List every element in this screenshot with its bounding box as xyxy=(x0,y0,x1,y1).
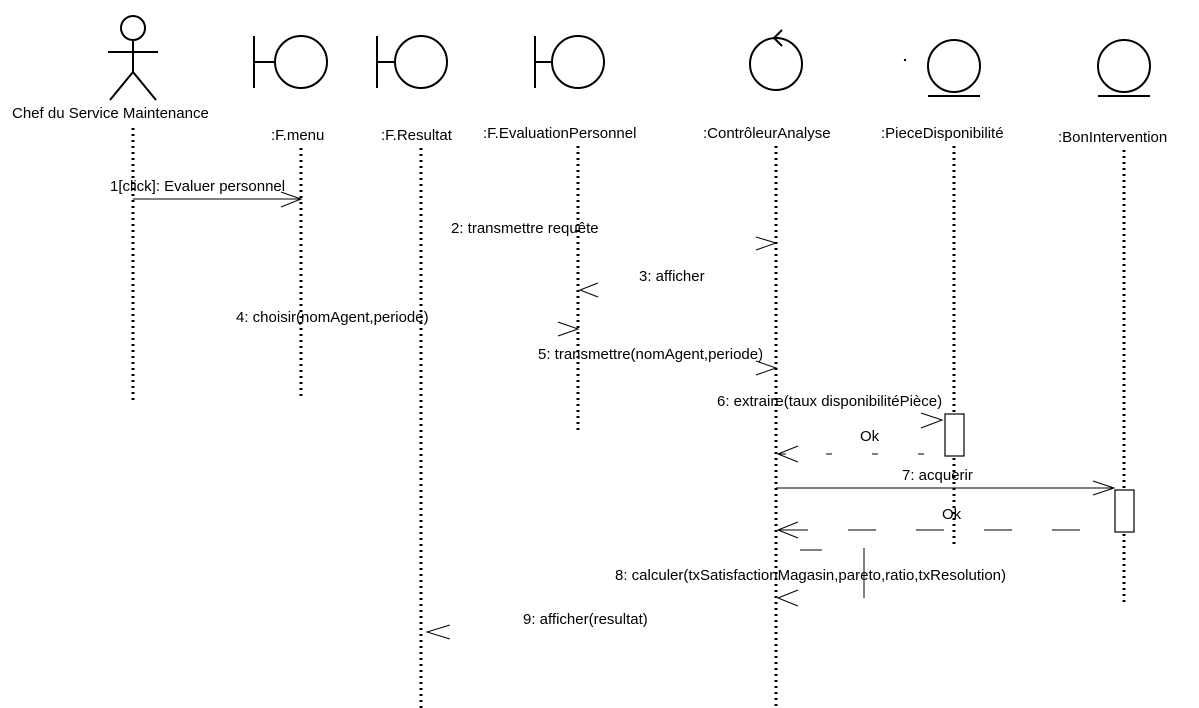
message-label: 3: afficher xyxy=(639,268,705,285)
arrowhead xyxy=(776,589,799,607)
entity-icon xyxy=(1097,39,1151,97)
arrowhead xyxy=(1092,480,1116,496)
participant-label: :PieceDisponibilité xyxy=(881,125,1004,142)
message-label: 5: transmettre(nomAgent,periode) xyxy=(538,346,763,363)
boundary-icon xyxy=(376,35,448,89)
participant-label: :F.Resultat xyxy=(381,127,453,144)
message-label: 4: choisir(nomAgent,periode) xyxy=(236,309,429,326)
arrowhead xyxy=(776,445,799,463)
arrowhead xyxy=(280,191,303,208)
arrowhead xyxy=(776,521,799,539)
message-label: 2: transmettre requête xyxy=(451,220,599,237)
arrowhead xyxy=(425,624,451,640)
participant-label: :ContrôleurAnalyse xyxy=(703,125,831,142)
arrowhead xyxy=(578,282,599,298)
arrowhead xyxy=(755,236,778,251)
participant-label: Chef du Service Maintenance xyxy=(12,105,209,122)
participant-label: :F.menu xyxy=(271,127,324,144)
message-label: 7: acquerir xyxy=(902,467,973,484)
message-label: Ok xyxy=(860,428,880,445)
actor-figure xyxy=(108,15,158,101)
message-label: Ok xyxy=(942,506,962,523)
arrowhead xyxy=(755,360,778,376)
boundary-icon xyxy=(534,35,605,89)
message-label: 8: calculer(txSatisfactionMagasin,pareto… xyxy=(615,567,1006,584)
message-label: 6: extraire(taux disponibilitéPièce) xyxy=(717,393,942,410)
activation-box xyxy=(1114,489,1135,533)
activation-box xyxy=(944,413,965,457)
arrowhead xyxy=(920,412,944,429)
control-icon xyxy=(749,29,803,91)
message-label: 1[click]: Evaluer personnel xyxy=(110,178,285,195)
arrowhead xyxy=(557,321,580,337)
entity-icon xyxy=(927,39,981,97)
participant-label: :BonIntervention xyxy=(1058,129,1167,146)
boundary-icon xyxy=(253,35,328,89)
participant-label: :F.EvaluationPersonnel xyxy=(483,125,636,142)
stray-dot xyxy=(903,58,907,62)
message-label: 9: afficher(resultat) xyxy=(523,611,648,628)
